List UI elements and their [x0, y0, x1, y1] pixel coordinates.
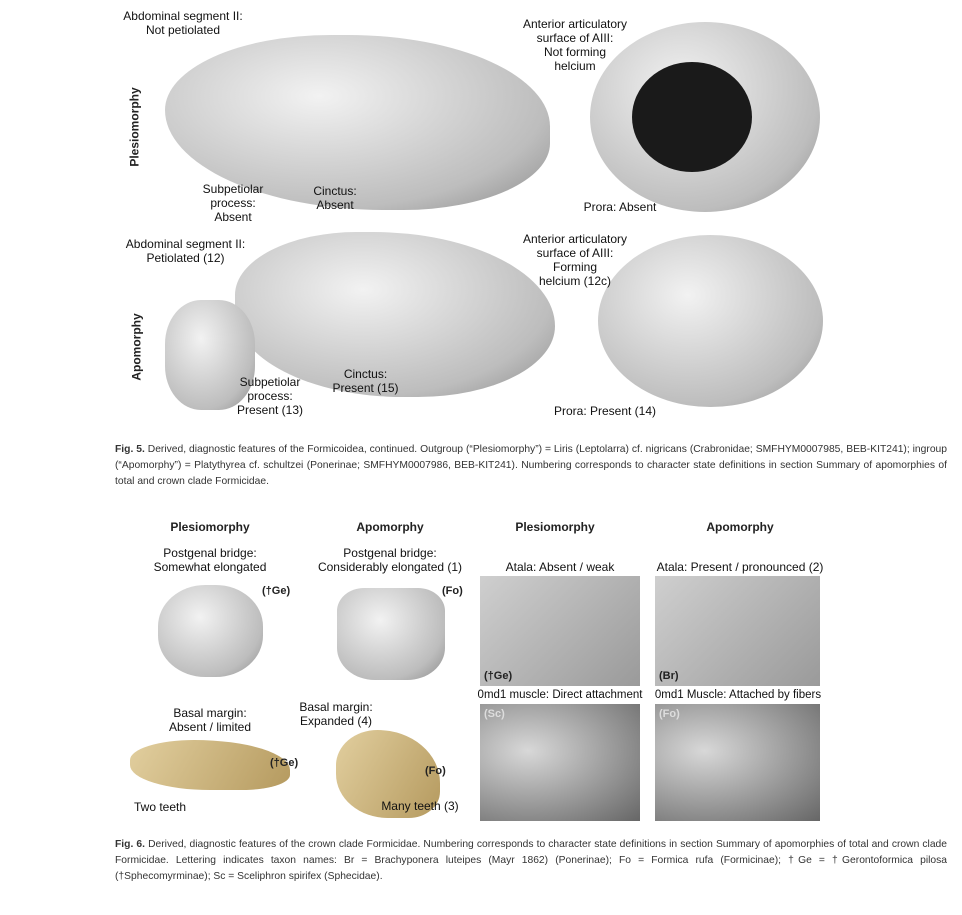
fig5-caption-label: Fig. 5. — [115, 444, 145, 455]
fig6-caption-text: Derived, diagnostic features of the crow… — [115, 839, 948, 882]
label-omd1-apo: 0md1 Muscle: Attached by fibers — [654, 689, 822, 701]
taxon-ge-2: (†Ge) — [484, 670, 513, 682]
head-formica-image — [337, 588, 445, 680]
row-label-plesiomorphy: Plesiomorphy — [127, 87, 142, 167]
header-apomorphy-1: Apomorphy — [356, 520, 424, 534]
label-atala-apo: Atala: Present / pronounced (2) — [656, 560, 824, 574]
atala-apo-photo — [655, 576, 820, 686]
petiole-apomorphy-image — [165, 300, 255, 410]
label-prora-apo: Prora: Present (14) — [553, 404, 657, 418]
header-apomorphy-2: Apomorphy — [706, 520, 774, 534]
label-subpetiolar-apo: Subpetiolar process: Present (13) — [236, 375, 304, 417]
label-atala-plesio: Atala: Absent / weak — [505, 560, 615, 574]
muscle-plesio-ct — [480, 704, 640, 821]
header-plesiomorphy-2: Plesiomorphy — [515, 520, 595, 534]
muscle-apo-ct — [655, 704, 820, 821]
label-omd1-plesio: 0md1 muscle: Direct attachment — [477, 689, 643, 701]
header-plesiomorphy-1: Plesiomorphy — [170, 520, 250, 534]
abdomen-apomorphy-image — [235, 232, 555, 397]
fig6-caption-label: Fig. 6. — [115, 839, 145, 850]
head-gerontoformica-image — [158, 585, 263, 677]
taxon-fo-3: (Fo) — [425, 765, 446, 777]
taxon-fo-1: (Fo) — [442, 585, 463, 597]
label-basal-margin-apo: Basal margin: Expanded (4) — [299, 700, 373, 728]
label-cinctus-plesio: Cinctus: Absent — [313, 184, 357, 212]
label-prora-plesio: Prora: Absent — [583, 200, 657, 214]
label-abdominal-segment-apo: Abdominal segment II: Petiolated (12) — [125, 237, 246, 265]
fig5-caption-text: Derived, diagnostic features of the Form… — [115, 444, 947, 487]
label-subpetiolar-plesio: Subpetiolar process: Absent — [202, 182, 264, 224]
label-basal-margin-plesio: Basal margin: Absent / limited — [168, 706, 252, 734]
helcium-opening — [632, 62, 752, 172]
label-abdominal-segment-plesio: Abdominal segment II: Not petiolated — [123, 9, 243, 37]
label-aaiii-apo: Anterior articulatory surface of AIII: F… — [522, 232, 628, 288]
taxon-fo-2: (Fo) — [659, 708, 680, 720]
label-aaiii-plesio: Anterior articulatory surface of AIII: N… — [522, 17, 628, 73]
taxon-br: (Br) — [659, 670, 679, 682]
label-postgenal-plesio: Postgenal bridge: Somewhat elongated — [153, 546, 267, 574]
taxon-ge-3: (†Ge) — [270, 757, 299, 769]
fig6-caption: Fig. 6. Derived, diagnostic features of … — [115, 837, 947, 885]
mandible-gerontoformica-image — [130, 740, 290, 790]
label-postgenal-apo: Postgenal bridge: Considerably elongated… — [317, 546, 463, 574]
fig5-caption: Fig. 5. Derived, diagnostic features of … — [115, 442, 947, 490]
label-cinctus-apo: Cinctus: Present (15) — [332, 367, 399, 395]
taxon-sc: (Sc) — [484, 708, 505, 720]
row-label-apomorphy: Apomorphy — [129, 313, 144, 381]
label-teeth-plesio: Two teeth — [133, 800, 187, 814]
taxon-ge-1: (†Ge) — [262, 585, 291, 597]
abdomen-plesiomorphy-image — [165, 35, 550, 210]
atala-plesio-photo — [480, 576, 640, 686]
abdomen-front-apomorphy-image — [598, 235, 823, 407]
label-teeth-apo: Many teeth (3) — [381, 799, 459, 813]
